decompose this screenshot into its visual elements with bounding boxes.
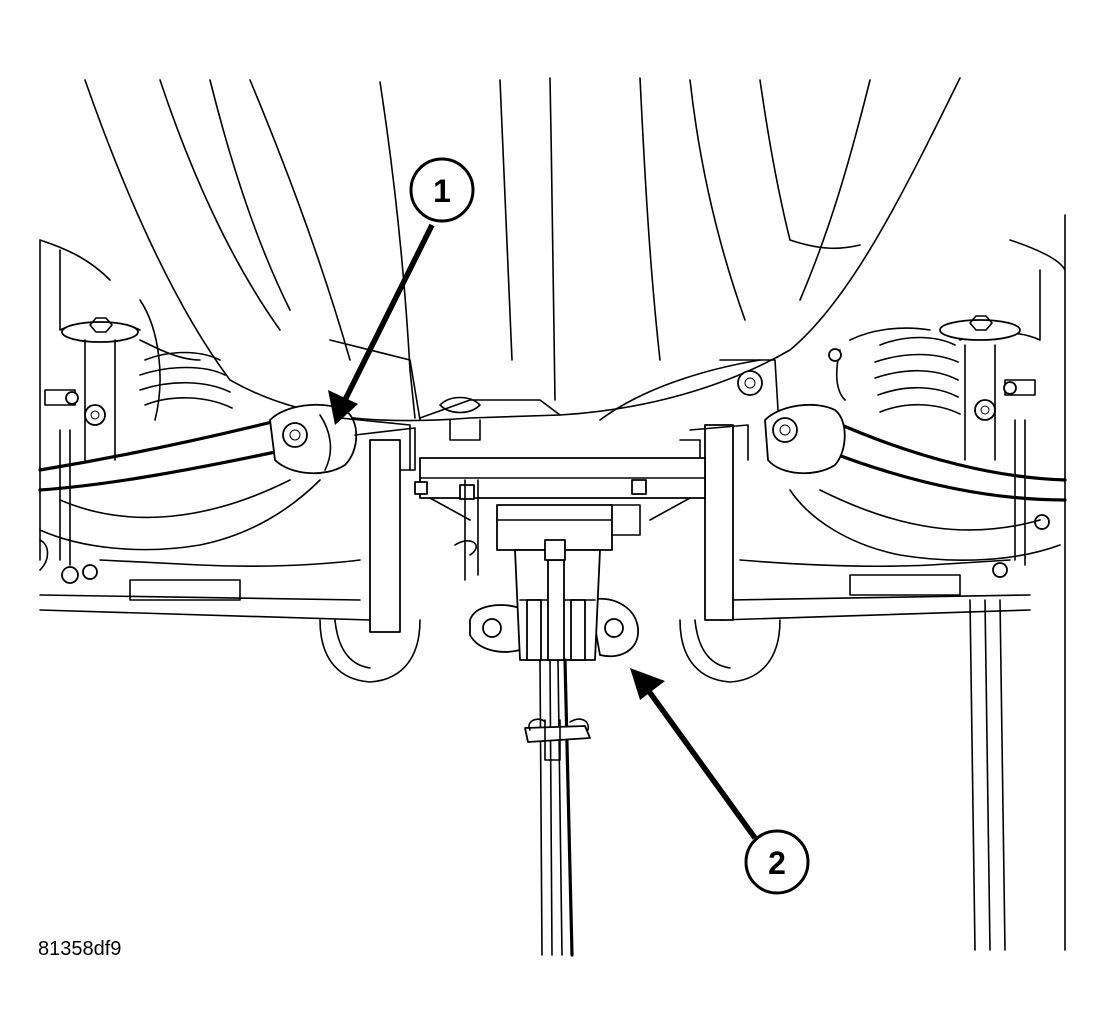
callout-2: 2 (744, 829, 810, 895)
arrowhead-1 (328, 390, 358, 425)
tires (319, 619, 781, 683)
callout-circle-2 (744, 829, 810, 895)
jack-stands (354, 424, 749, 633)
callout-circle-1 (409, 157, 475, 223)
right-axle-bushing (719, 359, 846, 475)
left-suspension (39, 239, 233, 584)
arrowhead-2 (630, 668, 665, 700)
callout-number-2: 2 (768, 845, 786, 881)
right-suspension (828, 214, 1066, 951)
callout-number-1: 1 (433, 173, 451, 209)
leader-line-1 (342, 223, 435, 402)
figure-id-label: 81358df9 (38, 938, 121, 960)
jack-column (524, 658, 591, 957)
leader-line-2 (645, 688, 758, 840)
floor-pan (84, 77, 961, 441)
callout-arrows (328, 223, 758, 840)
callout-1: 1 (409, 157, 475, 223)
transmission-jack-fixture (414, 457, 706, 661)
